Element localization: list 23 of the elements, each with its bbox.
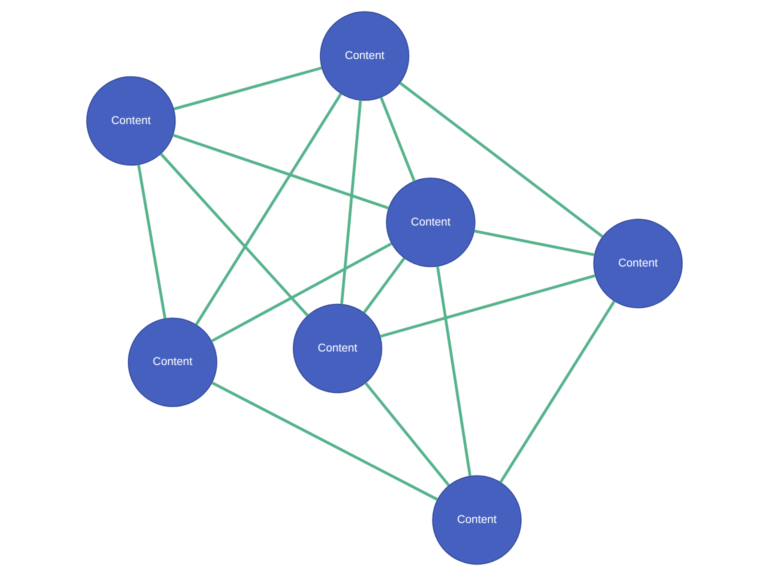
connector [379, 96, 416, 182]
connector [473, 230, 594, 256]
node-circle: Content [386, 178, 475, 268]
node-circle: Content [319, 11, 409, 101]
node-circle: Content [432, 475, 522, 565]
connector [362, 257, 405, 314]
connector [210, 242, 392, 342]
connector [498, 300, 616, 484]
connector [398, 82, 603, 238]
connector [379, 274, 596, 338]
node-circle: Content [592, 218, 682, 308]
connector [210, 382, 438, 501]
node-circle: Content [86, 76, 176, 166]
connector [340, 100, 362, 304]
node-circle: Content [292, 304, 382, 394]
connector [364, 382, 450, 486]
connector [159, 152, 308, 317]
connector [436, 266, 471, 476]
connector [194, 92, 342, 326]
connector [172, 134, 389, 210]
connector [136, 164, 166, 319]
node-circle: Content [127, 318, 217, 407]
connector [172, 66, 322, 110]
